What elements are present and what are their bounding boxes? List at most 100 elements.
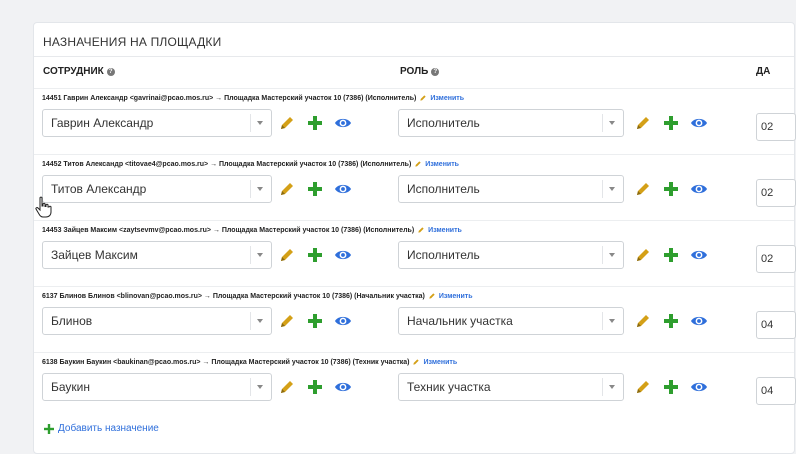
pencil-icon <box>413 359 420 365</box>
pencil-icon[interactable] <box>634 114 652 132</box>
edit-link[interactable]: Изменить <box>425 160 459 168</box>
plus-icon[interactable] <box>306 378 324 396</box>
plus-icon[interactable] <box>306 180 324 198</box>
eye-icon[interactable] <box>690 378 708 396</box>
column-employee-label: СОТРУДНИК <box>43 66 104 77</box>
help-icon[interactable]: ? <box>431 67 440 76</box>
pencil-icon <box>415 161 421 167</box>
eye-icon[interactable] <box>690 180 708 198</box>
assignment-info: 14452 Титов Александр <titovae4@pcao.mos… <box>42 160 459 168</box>
select-divider <box>602 114 603 132</box>
employee-select[interactable]: Гаврин Александр <box>42 109 272 137</box>
chevron-down-icon <box>609 253 615 257</box>
column-role-label: РОЛЬ <box>400 66 429 77</box>
add-assignment-link[interactable]: Добавить назначение <box>44 423 159 434</box>
pencil-icon[interactable] <box>278 246 296 264</box>
role-select-value: Начальник участка <box>407 314 513 328</box>
eye-icon[interactable] <box>334 312 352 330</box>
pencil-icon[interactable] <box>278 378 296 396</box>
date-input[interactable]: 04 <box>756 377 796 405</box>
add-assignment-label: Добавить назначение <box>58 423 159 434</box>
plus-icon[interactable] <box>306 114 324 132</box>
employee-select[interactable]: Блинов <box>42 307 272 335</box>
employee-actions <box>278 180 352 198</box>
pencil-icon <box>429 293 435 299</box>
assignment-row: 6137 Блинов Блинов <blinovan@pcao.mos.ru… <box>34 286 796 353</box>
pencil-icon[interactable] <box>278 312 296 330</box>
pencil-icon[interactable] <box>634 180 652 198</box>
employee-select[interactable]: Титов Александр <box>42 175 272 203</box>
role-actions <box>634 180 708 198</box>
select-divider <box>250 378 251 396</box>
select-divider <box>602 180 603 198</box>
plus-icon[interactable] <box>662 312 680 330</box>
select-divider <box>250 312 251 330</box>
assignment-info-text: 14451 Гаврин Александр <gavrinai@pcao.mo… <box>42 94 417 102</box>
chevron-down-icon <box>609 385 615 389</box>
chevron-down-icon <box>257 253 263 257</box>
eye-icon[interactable] <box>690 246 708 264</box>
employee-actions <box>278 114 352 132</box>
edit-link[interactable]: Изменить <box>430 94 464 102</box>
pencil-icon <box>418 227 424 233</box>
assignment-info-text: 6138 Баукин Баукин <baukinan@pcao.mos.ru… <box>42 358 410 366</box>
role-select-value: Исполнитель <box>407 116 480 130</box>
plus-icon[interactable] <box>662 378 680 396</box>
pencil-icon[interactable] <box>278 180 296 198</box>
pencil-icon[interactable] <box>278 114 296 132</box>
edit-link[interactable]: Изменить <box>423 358 458 366</box>
select-divider <box>250 246 251 264</box>
edit-link[interactable]: Изменить <box>438 292 473 300</box>
column-date-label: ДА <box>756 66 771 77</box>
role-select-value: Исполнитель <box>407 248 480 262</box>
employee-select[interactable]: Зайцев Максим <box>42 241 272 269</box>
plus-icon <box>44 423 54 434</box>
assignment-info: 14451 Гаврин Александр <gavrinai@pcao.mo… <box>42 94 464 102</box>
eye-icon[interactable] <box>334 246 352 264</box>
pencil-icon[interactable] <box>634 378 652 396</box>
role-select[interactable]: Исполнитель <box>398 109 624 137</box>
plus-icon[interactable] <box>662 114 680 132</box>
assignment-info: 6137 Блинов Блинов <blinovan@pcao.mos.ru… <box>42 292 473 300</box>
date-input[interactable]: 04 <box>756 311 796 339</box>
assignment-info: 14453 Зайцев Максим <zaytsevmv@pcao.mos.… <box>42 226 462 234</box>
plus-icon[interactable] <box>662 180 680 198</box>
role-select[interactable]: Начальник участка <box>398 307 624 335</box>
employee-select-value: Титов Александр <box>51 182 147 196</box>
employee-actions <box>278 312 352 330</box>
select-divider <box>250 180 251 198</box>
employee-select[interactable]: Баукин <box>42 373 272 401</box>
assignment-row: 14452 Титов Александр <titovae4@pcao.mos… <box>34 154 796 221</box>
assignment-info-text: 14452 Титов Александр <titovae4@pcao.mos… <box>42 160 412 168</box>
plus-icon[interactable] <box>306 246 324 264</box>
chevron-down-icon <box>257 121 263 125</box>
date-input[interactable]: 02 <box>756 113 796 141</box>
date-input[interactable]: 02 <box>756 245 796 273</box>
role-select[interactable]: Исполнитель <box>398 175 624 203</box>
chevron-down-icon <box>257 385 263 389</box>
date-input[interactable]: 02 <box>756 179 796 207</box>
employee-select-value: Зайцев Максим <box>51 248 138 262</box>
pencil-icon[interactable] <box>634 312 652 330</box>
eye-icon[interactable] <box>690 114 708 132</box>
plus-icon[interactable] <box>306 312 324 330</box>
help-icon[interactable]: ? <box>106 67 115 76</box>
select-divider <box>602 312 603 330</box>
eye-icon[interactable] <box>690 312 708 330</box>
assignment-row: 14451 Гаврин Александр <gavrinai@pcao.mo… <box>34 88 796 155</box>
plus-icon[interactable] <box>662 246 680 264</box>
role-select-value: Исполнитель <box>407 182 480 196</box>
employee-select-value: Блинов <box>51 314 93 328</box>
role-actions <box>634 378 708 396</box>
chevron-down-icon <box>257 187 263 191</box>
select-divider <box>602 246 603 264</box>
eye-icon[interactable] <box>334 180 352 198</box>
eye-icon[interactable] <box>334 114 352 132</box>
eye-icon[interactable] <box>334 378 352 396</box>
role-select[interactable]: Техник участка <box>398 373 624 401</box>
pencil-icon[interactable] <box>634 246 652 264</box>
role-select[interactable]: Исполнитель <box>398 241 624 269</box>
chevron-down-icon <box>609 187 615 191</box>
edit-link[interactable]: Изменить <box>428 226 462 234</box>
column-header-employee: СОТРУДНИК ? <box>43 66 115 77</box>
